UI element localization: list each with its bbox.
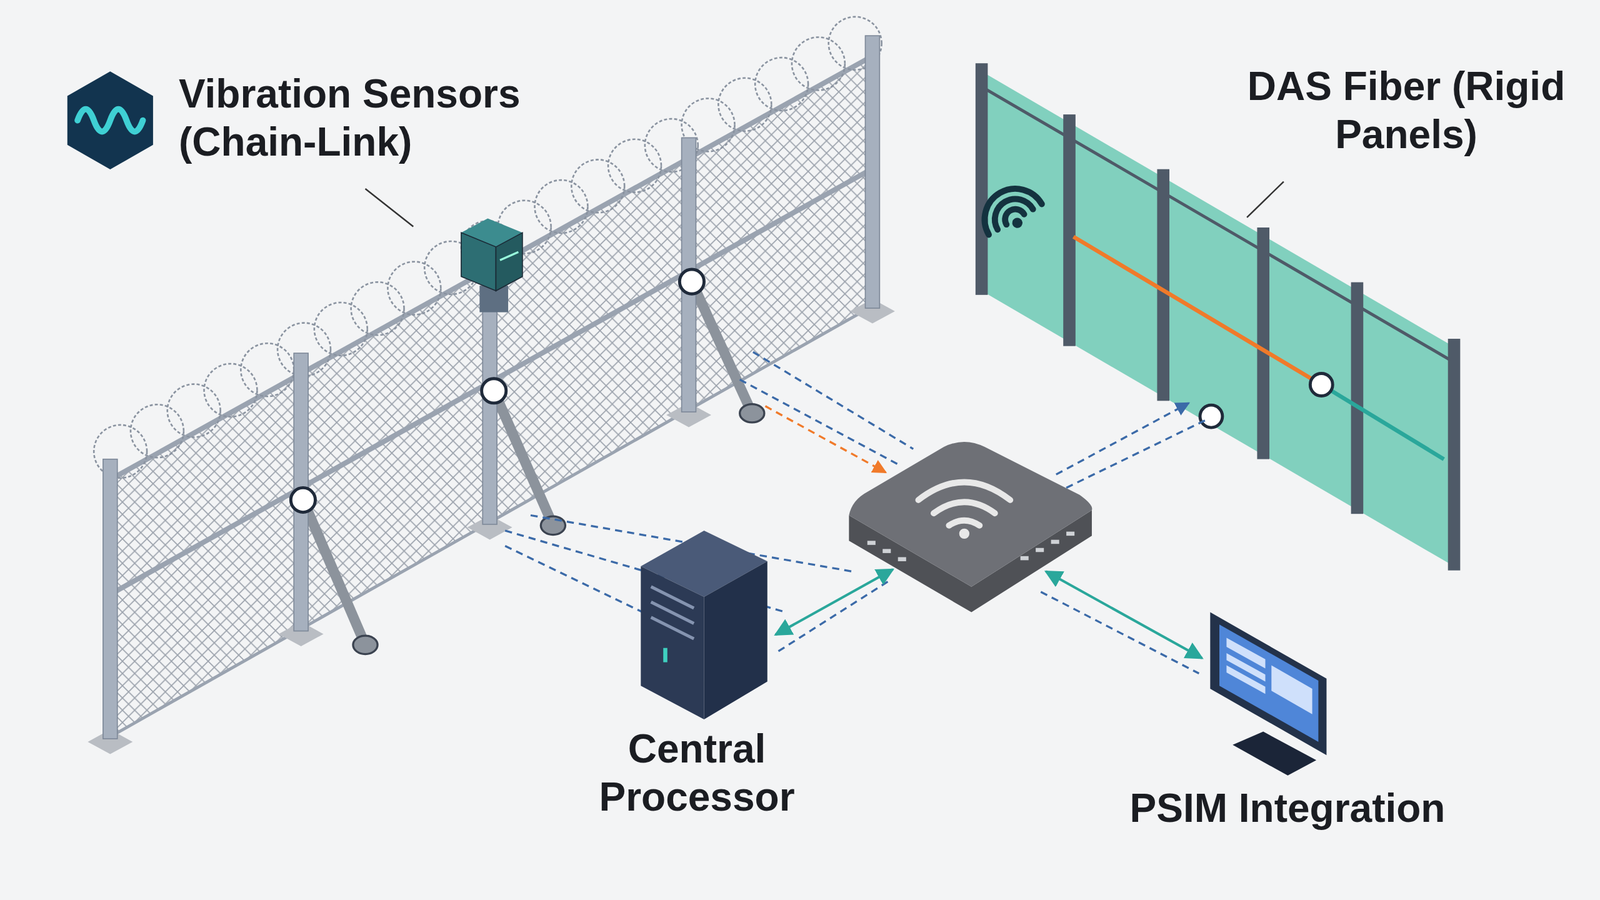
label: PSIM Integration: [1075, 784, 1500, 833]
label: Central Processor: [565, 725, 829, 822]
router: [848, 441, 1092, 613]
leader-line: [1246, 181, 1284, 218]
dashed-links: [505, 351, 1210, 674]
label-text: DAS Fiber (Rigid Panels): [1247, 63, 1565, 157]
label-text: PSIM Integration: [1130, 785, 1446, 831]
monitor: [1210, 612, 1327, 776]
wave-icon: [67, 71, 154, 170]
server-tower: [640, 530, 767, 720]
label-text: Central Processor: [598, 726, 795, 820]
chain-link-fence: [87, 16, 895, 755]
label-text: Vibration Sensors (Chain-Link): [178, 71, 521, 165]
leader-line: [365, 188, 414, 227]
label: DAS Fiber (Rigid Panels): [1225, 62, 1588, 159]
label: Vibration Sensors (Chain-Link): [178, 70, 629, 167]
